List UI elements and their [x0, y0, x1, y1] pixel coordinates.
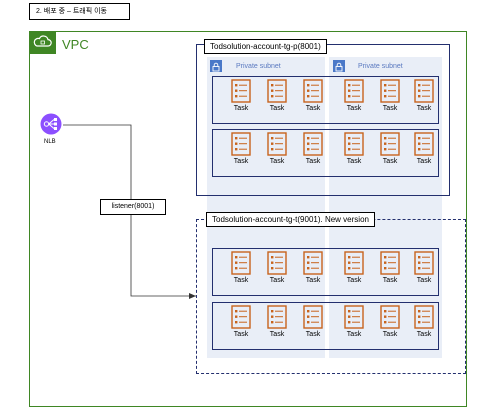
task-item: Task — [337, 305, 371, 343]
task-label: Task — [269, 158, 285, 165]
task-icon — [414, 132, 434, 156]
task-icon — [303, 132, 323, 156]
task-label: Task — [346, 158, 362, 165]
task-label: Task — [233, 158, 249, 165]
task-icon — [267, 79, 287, 103]
task-label: Task — [269, 277, 285, 284]
task-icon — [231, 251, 251, 275]
task-label: Task — [305, 277, 321, 284]
task-label: Task — [233, 105, 249, 112]
task-icon — [344, 79, 364, 103]
task-label: Task — [382, 277, 398, 284]
lock-icon — [210, 60, 222, 72]
task-row — [212, 302, 439, 350]
task-item: Task — [337, 251, 371, 289]
vpc-label: VPC — [62, 37, 89, 52]
nlb-label: NLB — [44, 139, 56, 145]
target-group-title: Todsolution-account-tg-p(8001) — [204, 39, 327, 54]
task-icon — [380, 79, 400, 103]
task-label: Task — [346, 105, 362, 112]
task-label: Task — [382, 105, 398, 112]
task-label: Task — [233, 331, 249, 338]
task-label: Task — [269, 105, 285, 112]
listener-label: listener(8001) — [100, 199, 166, 215]
lock-icon — [333, 60, 345, 72]
task-item: Task — [224, 305, 258, 343]
task-icon — [303, 305, 323, 329]
task-label: Task — [305, 331, 321, 338]
task-item: Task — [260, 132, 294, 170]
task-icon — [267, 132, 287, 156]
task-item: Task — [224, 251, 258, 289]
load-balancer-icon — [40, 113, 62, 135]
task-label: Task — [416, 105, 432, 112]
step-label: 2. 배포 중 – 트래픽 이동 — [29, 3, 130, 20]
vpc-badge — [29, 31, 56, 54]
vpc-boundary — [29, 31, 467, 407]
task-item: Task — [337, 132, 371, 170]
task-icon — [344, 305, 364, 329]
task-label: Task — [305, 105, 321, 112]
task-item: Task — [407, 132, 441, 170]
task-icon — [380, 305, 400, 329]
task-icon — [414, 305, 434, 329]
task-item: Task — [224, 132, 258, 170]
task-item: Task — [296, 132, 330, 170]
task-row — [212, 76, 439, 124]
task-item: Task — [260, 305, 294, 343]
task-item: Task — [337, 79, 371, 117]
task-icon — [231, 305, 251, 329]
task-label: Task — [346, 277, 362, 284]
task-item: Task — [260, 251, 294, 289]
task-label: Task — [416, 277, 432, 284]
task-icon — [344, 251, 364, 275]
task-item: Task — [373, 79, 407, 117]
private-subnet-right — [329, 57, 442, 358]
task-item: Task — [260, 79, 294, 117]
task-icon — [380, 251, 400, 275]
task-icon — [414, 251, 434, 275]
task-icon — [267, 305, 287, 329]
task-icon — [380, 132, 400, 156]
task-item: Task — [373, 132, 407, 170]
task-icon — [231, 132, 251, 156]
task-label: Task — [416, 158, 432, 165]
subnet-label: Private subnet — [236, 63, 281, 70]
task-icon — [267, 251, 287, 275]
task-item: Task — [296, 305, 330, 343]
task-icon — [344, 132, 364, 156]
task-label: Task — [346, 331, 362, 338]
task-label: Task — [305, 158, 321, 165]
task-item: Task — [296, 251, 330, 289]
task-label: Task — [382, 158, 398, 165]
task-label: Task — [233, 277, 249, 284]
task-item: Task — [407, 251, 441, 289]
task-label: Task — [382, 331, 398, 338]
task-item: Task — [373, 305, 407, 343]
task-item: Task — [224, 79, 258, 117]
cloud-icon — [33, 35, 52, 47]
task-icon — [303, 79, 323, 103]
task-item: Task — [296, 79, 330, 117]
task-row — [212, 129, 439, 177]
private-subnet-left — [207, 57, 325, 358]
task-label: Task — [416, 331, 432, 338]
task-item: Task — [407, 79, 441, 117]
task-icon — [231, 79, 251, 103]
subnet-label: Private subnet — [358, 63, 403, 70]
task-icon — [414, 79, 434, 103]
task-icon — [303, 251, 323, 275]
task-item: Task — [373, 251, 407, 289]
task-row — [212, 248, 439, 296]
task-item: Task — [407, 305, 441, 343]
task-label: Task — [269, 331, 285, 338]
target-group-title: Todsolution-account-tg-t(9001). New vers… — [206, 212, 375, 227]
